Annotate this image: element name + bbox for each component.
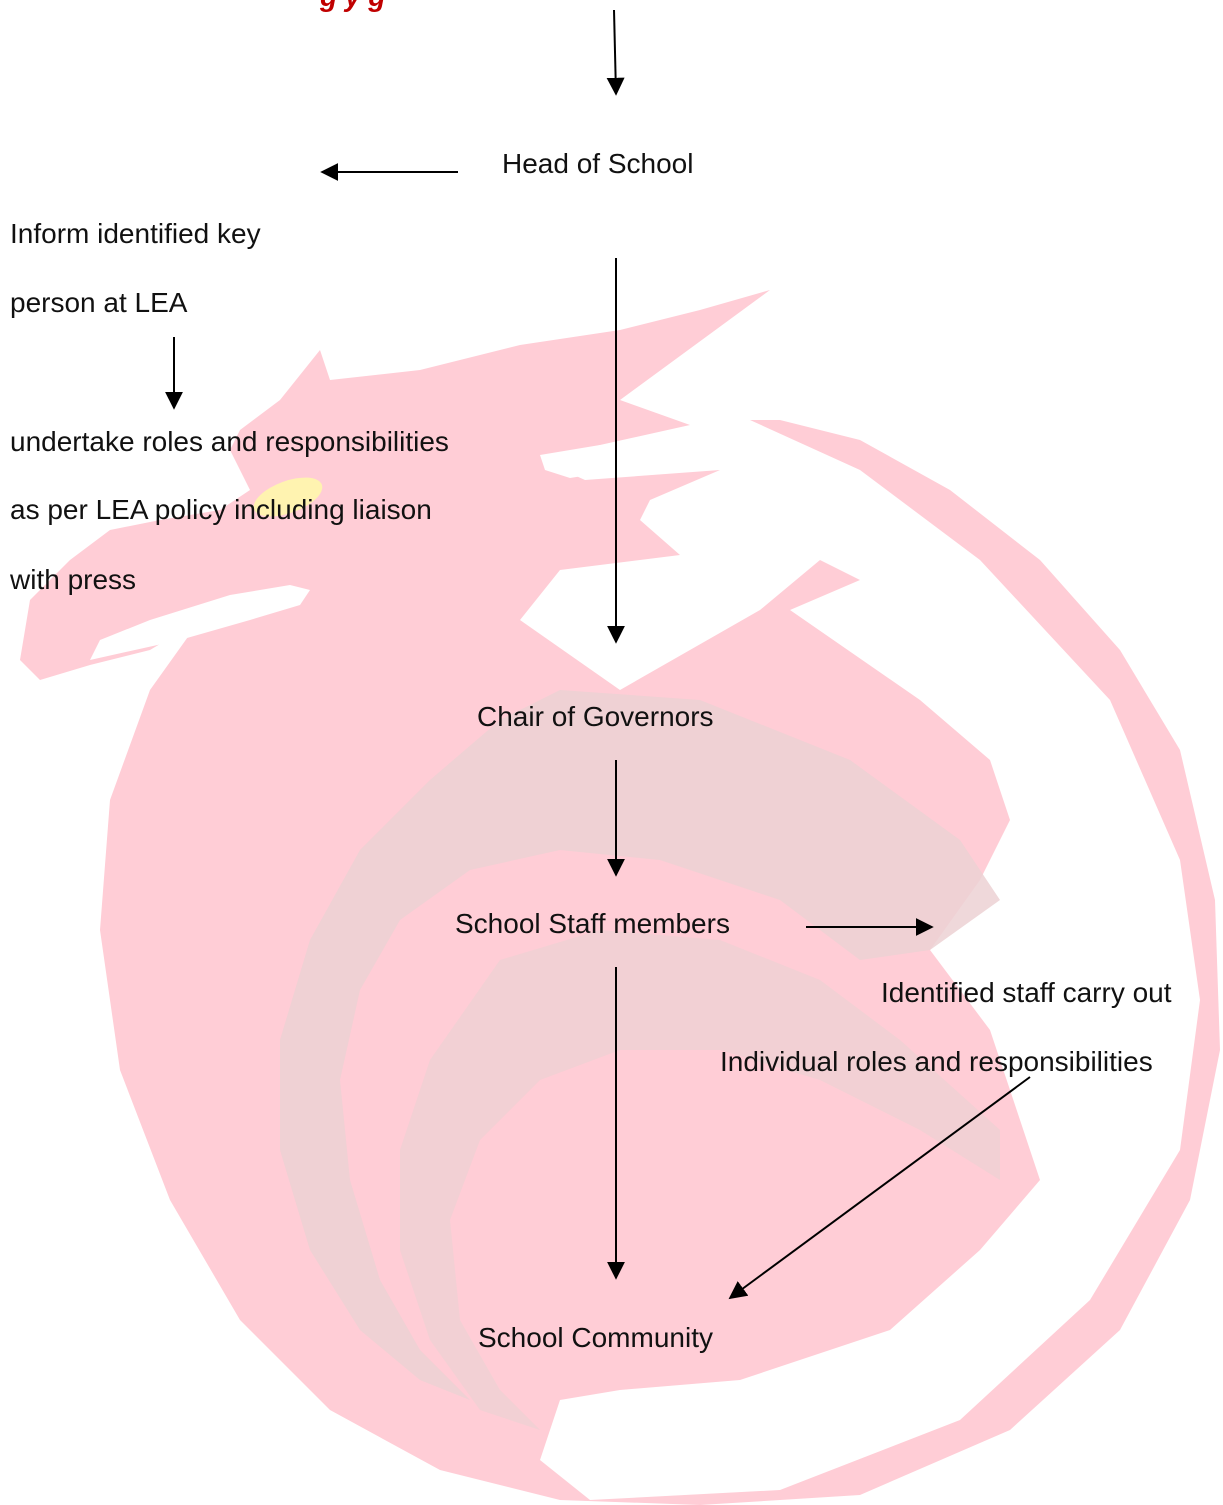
node-school-community: School Community xyxy=(478,1322,713,1353)
node-lea-roles-line1: undertake roles and responsibilities xyxy=(10,426,449,457)
node-school-staff-members: School Staff members xyxy=(455,908,730,939)
arrow-heading-to-head xyxy=(606,9,625,96)
node-chair-of-governors: Chair of Governors xyxy=(477,701,714,732)
node-inform-key-person-line2: person at LEA xyxy=(10,287,188,318)
phoenix-beak-gap xyxy=(90,585,310,660)
node-lea-roles-line2: as per LEA policy including liaison xyxy=(10,494,432,525)
phoenix-inner-curl-2 xyxy=(400,930,1000,1430)
arrow-identified-to-community xyxy=(728,1076,1031,1300)
phoenix-eye xyxy=(253,477,323,517)
node-identified-staff-line2: Individual roles and responsibilities xyxy=(720,1046,1153,1077)
phoenix-inner-curl xyxy=(280,690,1000,1400)
node-identified-staff-line1: Identified staff carry out xyxy=(881,977,1172,1008)
node-inform-key-person-line1: Inform identified key xyxy=(10,218,261,249)
page-heading: g y g xyxy=(320,0,385,14)
node-lea-roles-line3: with press xyxy=(10,564,137,595)
phoenix-head-gap xyxy=(560,585,680,610)
node-head-of-school: Head of School xyxy=(502,148,694,179)
